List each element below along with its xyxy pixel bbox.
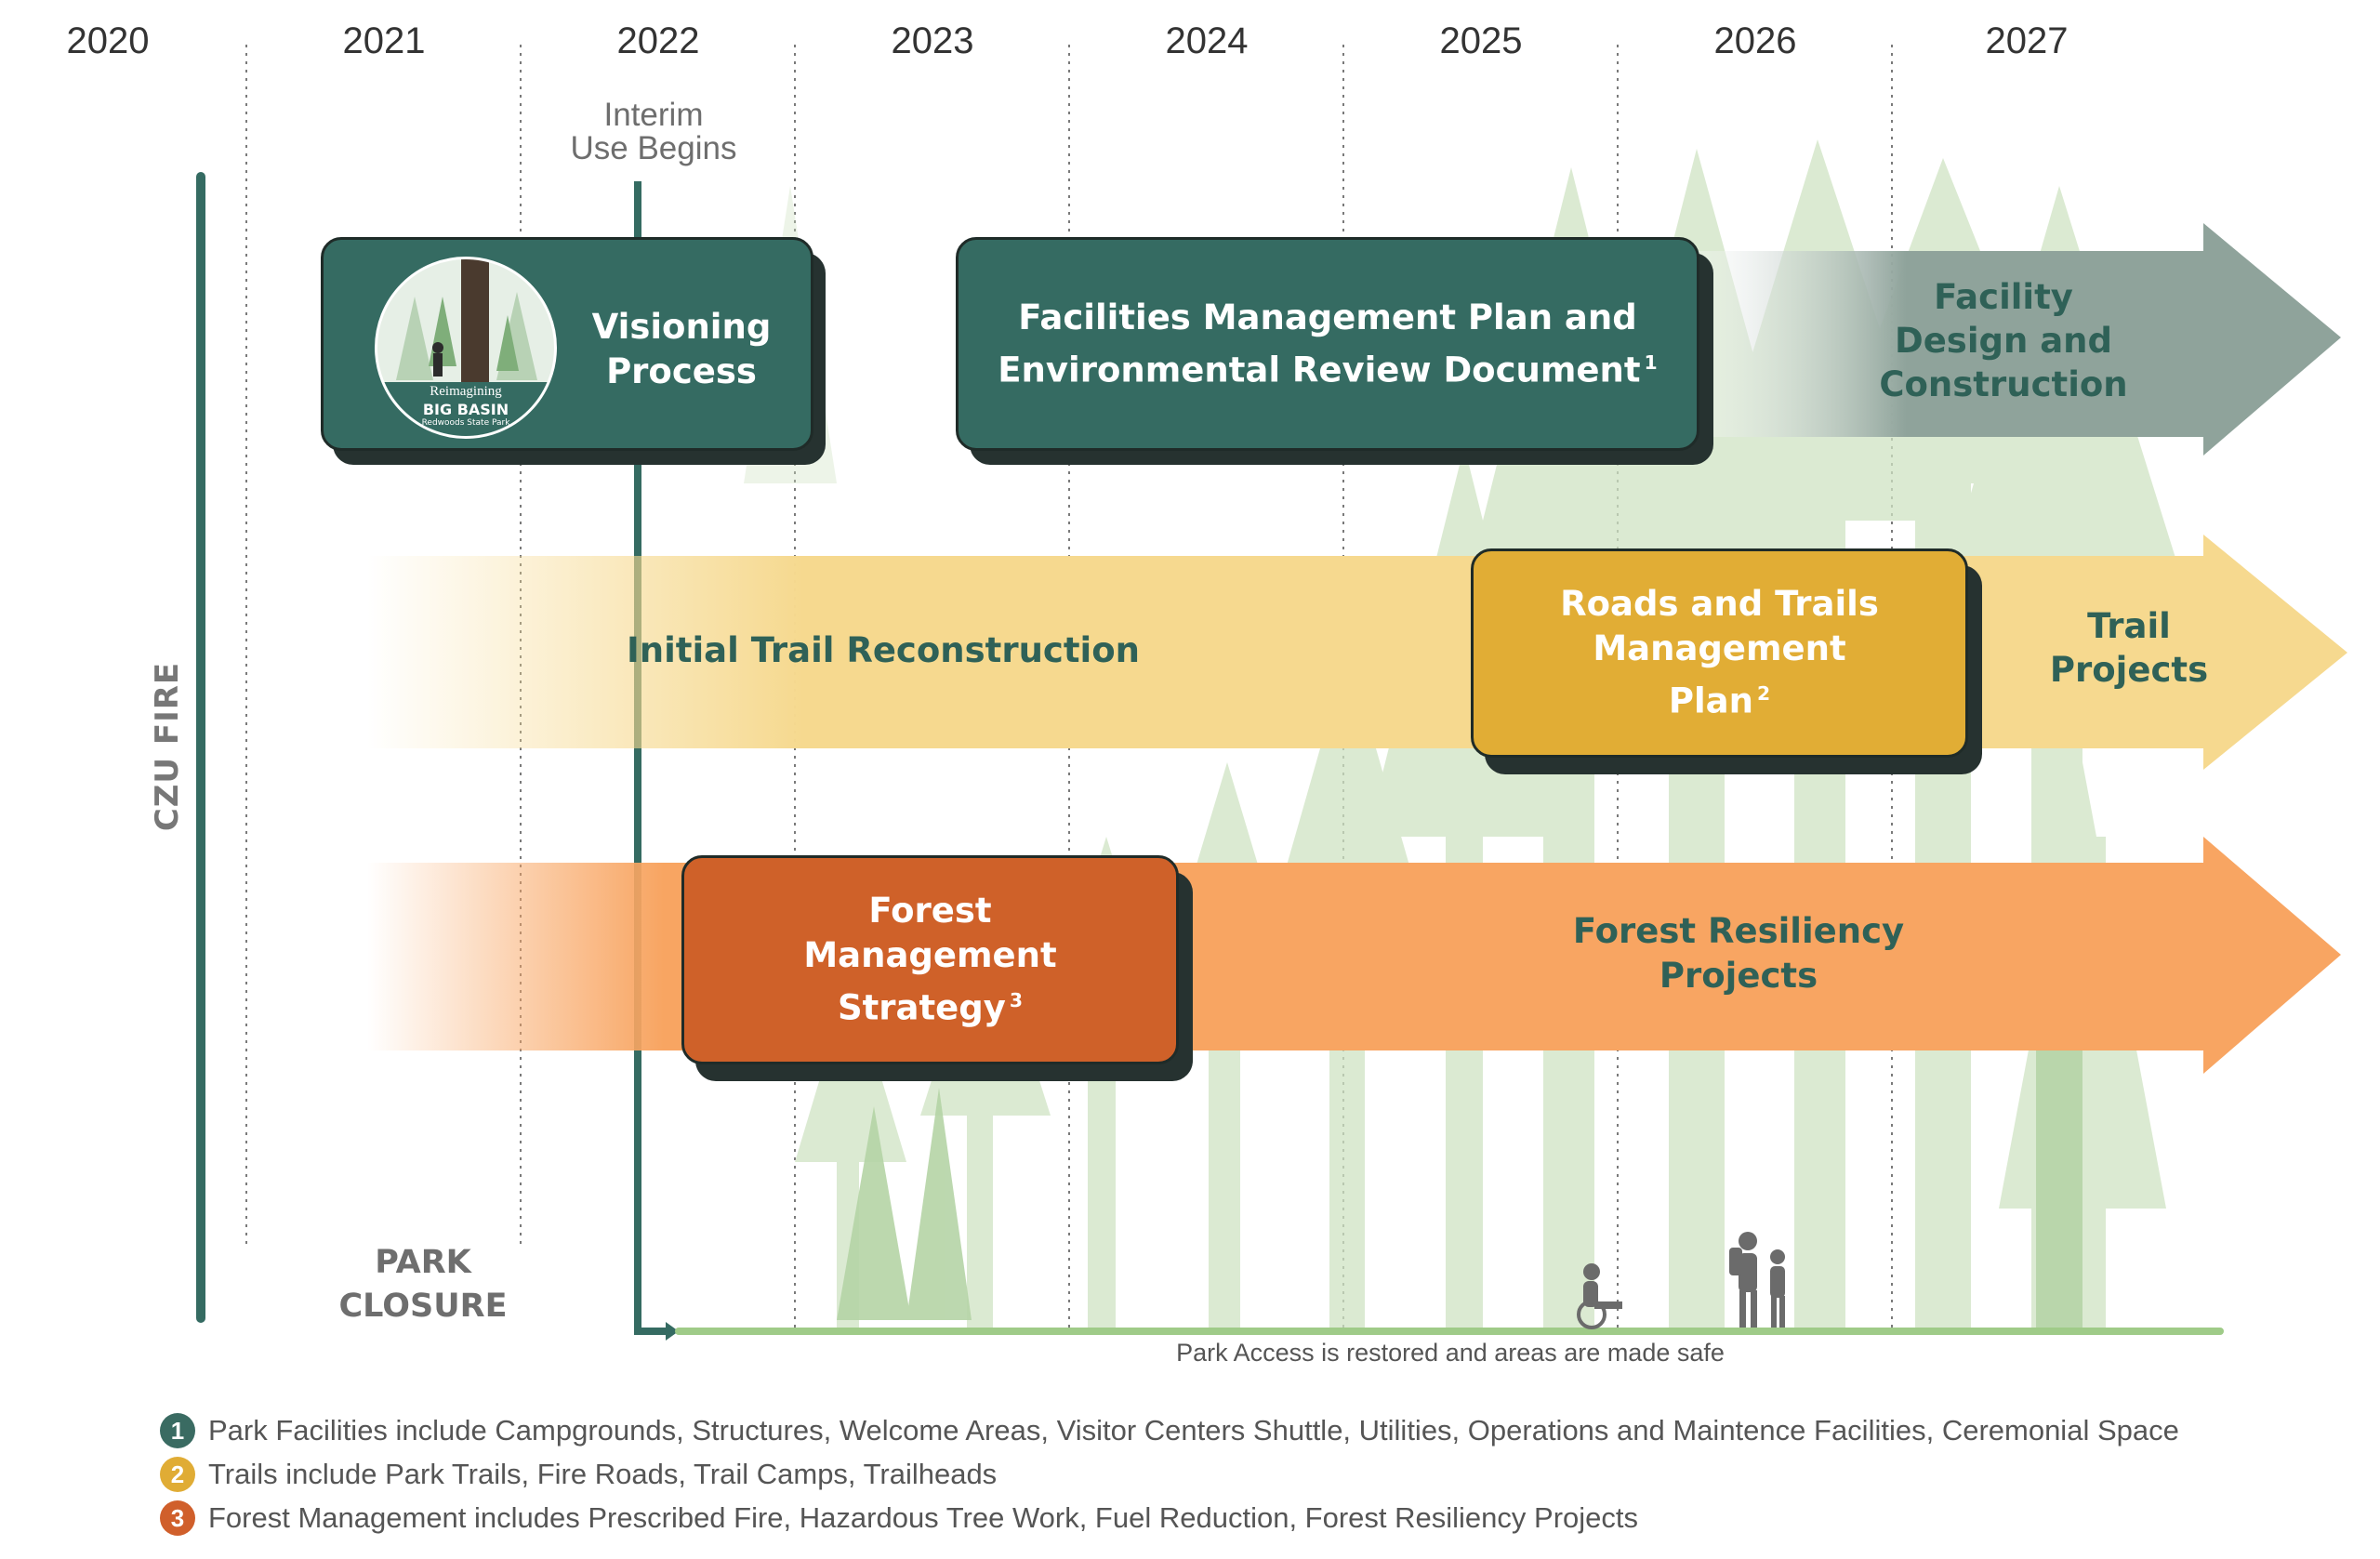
footnote-number-badge: 2 [160,1457,195,1492]
year-label: 2023 [891,20,974,61]
redwood-tree-icon [377,259,554,436]
year-label: 2026 [1713,20,1797,61]
logo-text-line2: BIG BASIN [422,401,509,418]
czu-fire-label: CZU FIRE [149,661,186,832]
footnote-3: 3 Forest Management includes Prescribed … [160,1500,1638,1536]
visioning-label: Visioning Process [591,307,772,391]
footnote-1: 1 Park Facilities include Campgrounds, S… [160,1413,2179,1448]
year-label: 2025 [1439,20,1523,61]
facility-design-label: Facility Design and Construction [1879,277,2128,404]
year-label: 2020 [66,20,150,61]
facilities-plan-label: Facilities Management Plan and Environme… [998,297,1658,390]
wheelchair-user-icon [1577,1263,1622,1329]
trail-projects-label: Trail Projects [2049,606,2209,690]
year-label: 2021 [342,20,426,61]
footnote-text: Park Facilities include Campgrounds, Str… [208,1414,2179,1447]
visioning-process-box: Reimagining BIG BASIN Redwoods State Par… [321,237,813,451]
footnote-ref: 3 [1009,989,1024,1012]
footnote-text: Forest Management includes Prescribed Fi… [208,1501,1638,1534]
year-label: 2027 [1985,20,2069,61]
facility-design-arrow [1692,223,2341,456]
forest-arrow [367,837,2341,1074]
footnote-number-badge: 1 [160,1413,195,1448]
facilities-plan-box: Facilities Management Plan and Environme… [956,237,1699,451]
footnote-number-badge: 3 [160,1500,195,1536]
footnote-text: Trails include Park Trails, Fire Roads, … [208,1458,998,1490]
interim-arrowhead [666,1322,679,1341]
forest-resiliency-label: Forest Resiliency Projects [1572,911,1905,996]
footnote-ref: 1 [1644,350,1658,374]
footnote-ref: 2 [1756,682,1771,706]
hiker-with-backpack-icon [1729,1232,1757,1328]
initial-trail-label: Initial Trail Reconstruction [627,630,1140,670]
child-hiker-icon [1770,1249,1785,1328]
foreground-small-trees [837,1041,2082,1329]
access-caption: Park Access is restored and areas are ma… [1176,1339,1725,1367]
logo-text-line3: Redwoods State Park [421,418,510,428]
year-label: 2022 [616,20,700,61]
logo-text-line1: Reimagining [430,384,502,399]
footnote-2: 2 Trails include Park Trails, Fire Roads… [160,1457,997,1492]
interim-use-label: Interim Use Begins [570,97,737,166]
year-label: 2024 [1165,20,1249,61]
park-closure-label: PARK CLOSURE [338,1244,508,1325]
reimagining-big-basin-logo: Reimagining BIG BASIN Redwoods State Par… [375,257,557,439]
